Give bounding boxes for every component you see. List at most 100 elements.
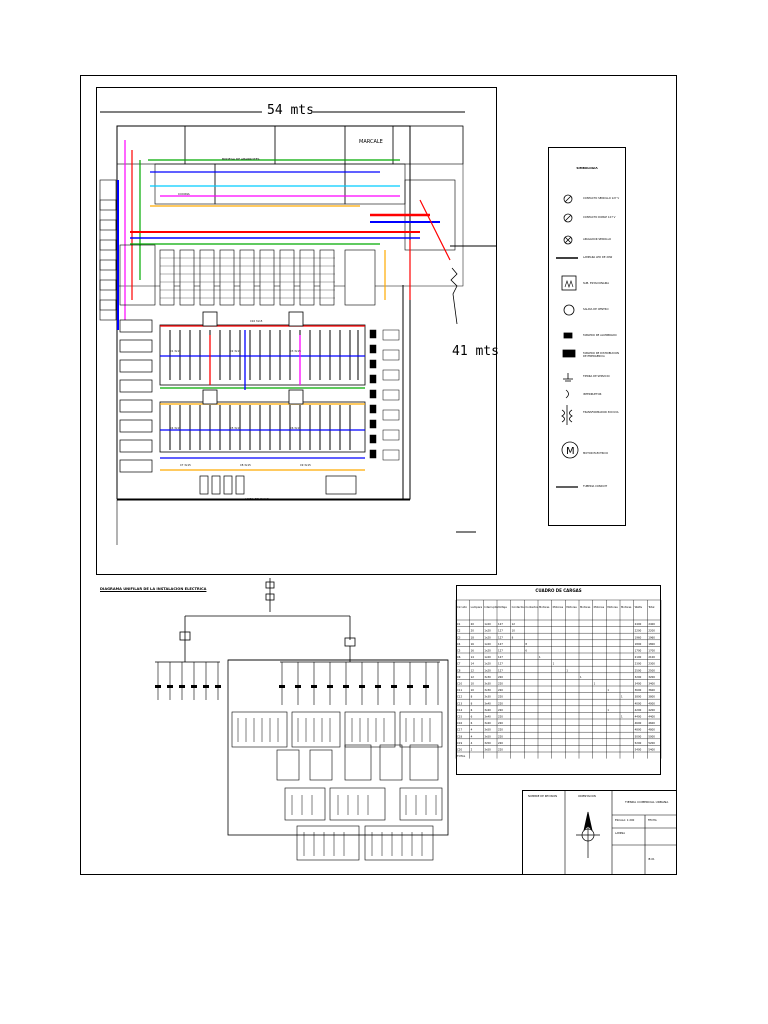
table-cell: 127: [498, 642, 503, 646]
table-cell: C7: [457, 662, 461, 666]
title-field: FECHA: [648, 819, 657, 822]
table-cell: 3x30: [484, 695, 491, 699]
legend-item-text: TUBERIA CONDUIT: [583, 485, 608, 488]
table-cell: 1960: [648, 635, 655, 639]
table-cell: 5200: [648, 741, 655, 745]
legend-item-text: TRANSFORMADOR 300 KVA: [583, 411, 619, 414]
table-cell: C1: [457, 622, 461, 626]
substation-icon: [561, 275, 577, 291]
table-cell: 3800: [635, 695, 642, 699]
north-arrow-icon: [576, 811, 600, 858]
symbol-legend: SIMBOLOGIA: [548, 147, 626, 526]
table-cell: 5400: [635, 748, 642, 752]
table-cell: 3200: [648, 675, 655, 679]
table-header-cell: Contactos: [512, 605, 526, 609]
project-name: TIENDA COMERCIAL URBANA: [625, 800, 669, 804]
legend-item-text: CONTACTO SENCILLO 127 V: [583, 197, 620, 200]
legend-item-text: INTERRUPTOR: [583, 393, 602, 396]
table-cell: 3200: [635, 675, 642, 679]
table-cell: 220: [498, 728, 503, 732]
circuit-label: C9 3x15: [300, 464, 311, 467]
table-cell: 127: [498, 655, 503, 659]
circuit-label: C5 3x15: [230, 427, 241, 430]
table-total-label: TOTAL: [457, 754, 466, 758]
table-cell: 127: [498, 629, 503, 633]
table-header-cell: Motores: [594, 605, 605, 609]
table-cell: 1x20: [484, 649, 491, 653]
table-cell: 1: [580, 675, 582, 679]
table-cell: 2: [471, 748, 473, 752]
table-cell: 4600: [635, 721, 642, 725]
title-field: ESCALA: 1:200: [615, 819, 635, 822]
table-cell: C13: [457, 701, 462, 705]
table-cell: 1x20: [484, 622, 491, 626]
table-cell: 2500: [648, 668, 655, 672]
table-cell: 3x50: [484, 734, 491, 738]
table-cell: C16: [457, 721, 462, 725]
table-cell: 127: [498, 635, 503, 639]
table-cell: 4400: [648, 715, 655, 719]
table-cell: 10: [471, 688, 475, 692]
table-header-cell: Total: [648, 605, 654, 609]
table-cell: 6: [471, 715, 473, 719]
table-cell: 4000: [648, 701, 655, 705]
outlet-simple-icon: [563, 194, 573, 204]
table-cell: 4200: [648, 708, 655, 712]
marcale-label: MARCALE: [359, 139, 383, 145]
table-header-cell: Contactos: [525, 605, 539, 609]
table-cell: 1: [621, 715, 623, 719]
table-cell: 10: [512, 629, 516, 633]
table-cell: 4800: [648, 728, 655, 732]
table-header-cell: Circuito: [457, 605, 467, 609]
table-cell: 4: [471, 728, 473, 732]
table-cell: 1: [621, 695, 623, 699]
table-cell: 1x20: [484, 642, 491, 646]
table-cell: 3800: [648, 695, 655, 699]
table-header-cell: Motores: [566, 605, 577, 609]
table-cell: C18: [457, 734, 462, 738]
table-cell: C11: [457, 688, 462, 692]
table-cell: 5000: [635, 734, 642, 738]
table-cell: 16: [471, 649, 475, 653]
table-cell: 220: [498, 675, 503, 679]
table-cell: C5: [457, 649, 461, 653]
table-cell: 220: [498, 708, 503, 712]
single-line-diagram-title: DIAGRAMA UNIFILAR DE LA INSTALACION ELEC…: [100, 587, 207, 591]
table-header-cell: Voltaje: [498, 605, 507, 609]
plan-width-label: 54 mts: [267, 103, 314, 118]
table-cell: 1x20: [484, 635, 491, 639]
table-cell: 127: [498, 649, 503, 653]
table-cell: 1800: [635, 642, 642, 646]
table-cell: 4: [471, 741, 473, 745]
table-cell: 16: [471, 642, 475, 646]
title-block: [522, 790, 677, 875]
table-cell: 220: [498, 701, 503, 705]
table-cell: 3400: [648, 682, 655, 686]
table-cell: 8: [512, 635, 514, 639]
table-header-cell: Motores: [621, 605, 632, 609]
table-cell: 220: [498, 682, 503, 686]
table-cell: 3x50: [484, 728, 491, 732]
table-header-cell: Motores: [580, 605, 591, 609]
table-cell: 14: [471, 655, 475, 659]
table-cell: C3: [457, 635, 461, 639]
table-cell: 220: [498, 695, 503, 699]
ground-icon: [563, 373, 573, 382]
legend-item-text: CONTACTO DOBLE 127 V: [583, 216, 616, 219]
table-cell: 3x30: [484, 682, 491, 686]
table-cell: 2500: [635, 668, 642, 672]
table-cell: C14: [457, 708, 462, 712]
table-cell: 6: [471, 721, 473, 725]
north-label: ORIENTACION: [578, 795, 596, 798]
table-header-cell: Interruptor: [484, 605, 499, 609]
table-cell: C6: [457, 655, 461, 659]
table-cell: 12: [471, 668, 475, 672]
circuit-label: C7 3x15: [180, 464, 191, 467]
table-cell: 220: [498, 734, 503, 738]
circuit-label: C3 3x15: [290, 350, 301, 353]
table-cell: 127: [498, 668, 503, 672]
table-cell: 3600: [635, 688, 642, 692]
